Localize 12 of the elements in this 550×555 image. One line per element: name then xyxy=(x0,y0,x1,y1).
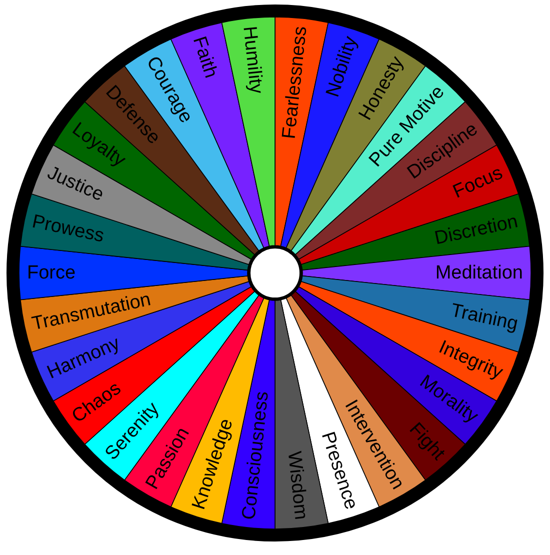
segment-label: Wisdom xyxy=(283,450,312,521)
segment-label: Humility xyxy=(238,25,267,95)
wheel-segment xyxy=(302,246,532,300)
segment-label: Consciousness xyxy=(238,390,273,521)
segment-label: Prowess xyxy=(30,211,106,247)
segment-label: Discretion xyxy=(432,211,520,250)
wheel-segment xyxy=(221,16,276,246)
segment-label: Training xyxy=(448,300,520,335)
segment-label: Meditation xyxy=(435,262,523,284)
segment-label: Force xyxy=(27,262,76,284)
segment-label: Fearlessness xyxy=(278,25,312,140)
segment-label: Faith xyxy=(188,34,222,81)
